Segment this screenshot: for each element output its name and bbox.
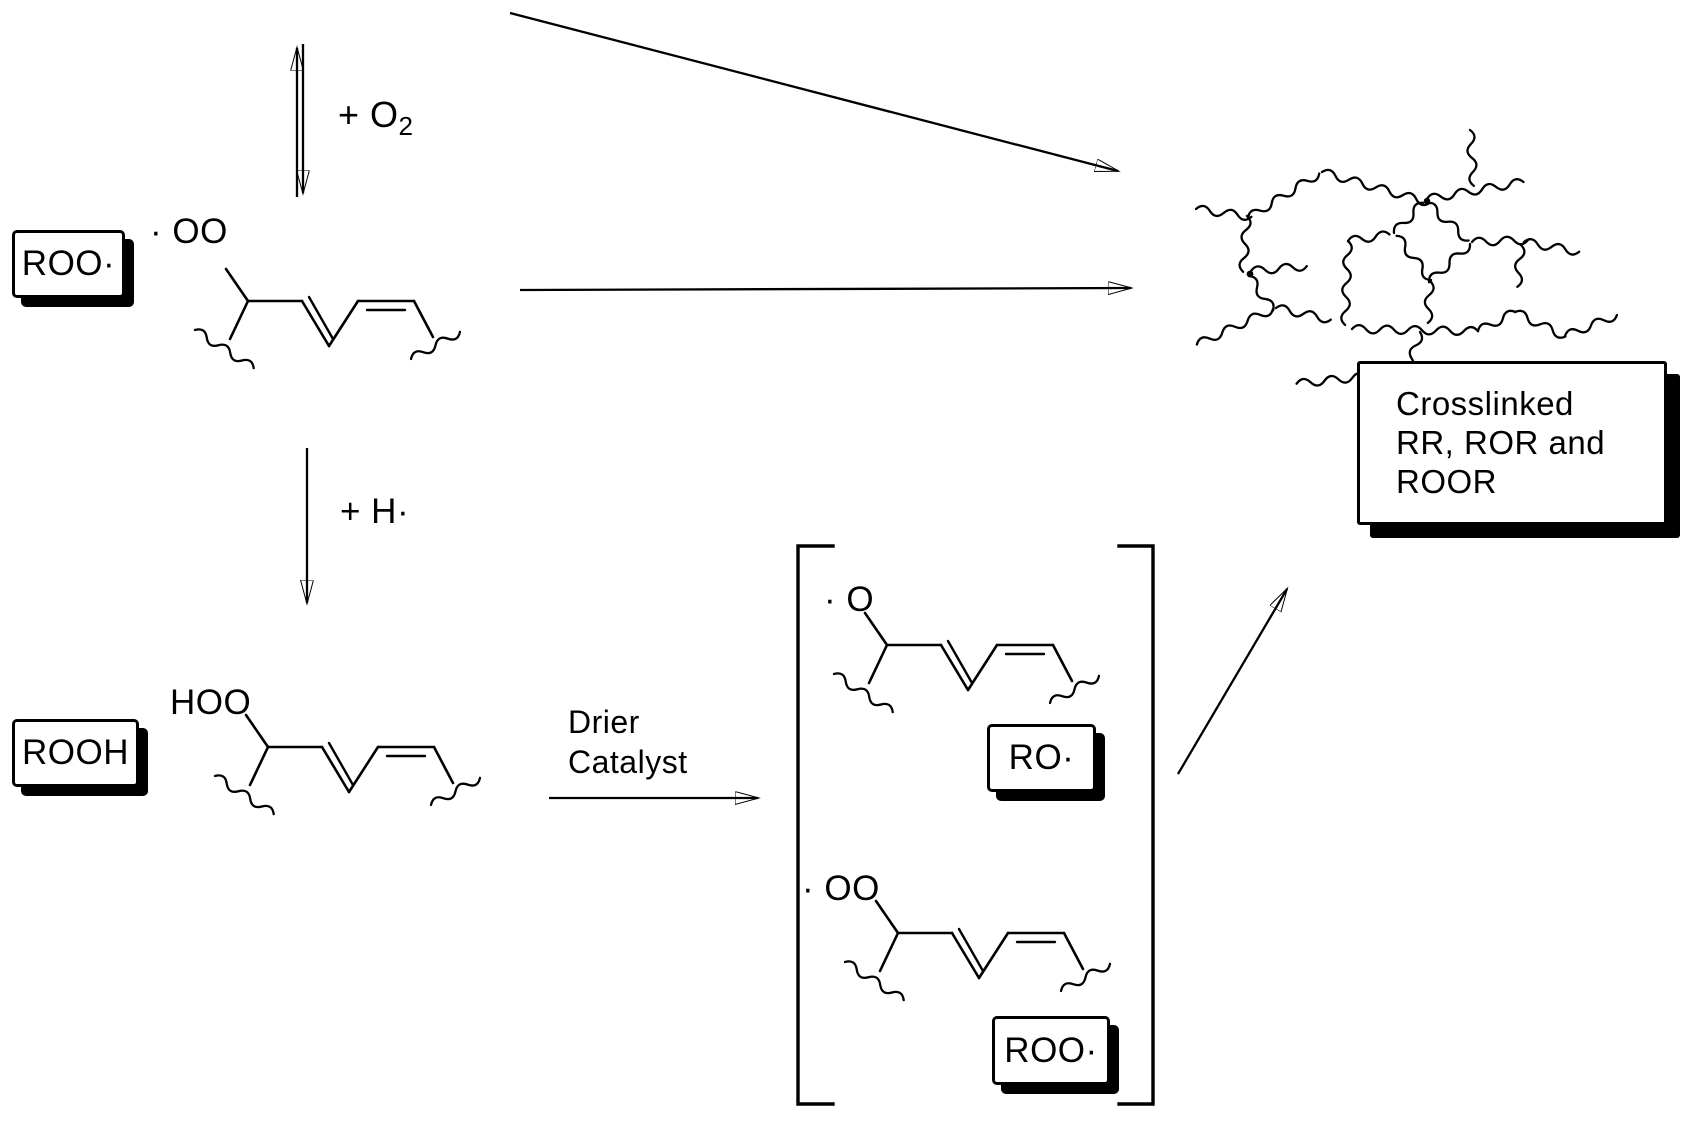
roo-radical-box-label: ROO· xyxy=(21,244,116,283)
diene-structure-hydroperoxide xyxy=(211,713,484,819)
plus-o2-main: + O xyxy=(338,94,399,135)
ro-radical-box: RO· xyxy=(987,724,1096,792)
rooh-box: ROOH xyxy=(12,719,139,787)
diene-structure-peroxy-intermediate xyxy=(841,899,1114,1005)
radical-to-network-arrow xyxy=(509,11,1118,173)
o2-equilibrium-arrow xyxy=(297,44,303,197)
hydroperoxide-hoo-label: HOO xyxy=(170,683,252,722)
intermediate-bracket-left xyxy=(796,544,835,1106)
crosslinked-line1: Crosslinked xyxy=(1396,385,1574,422)
peroxy-to-network-arrow xyxy=(519,288,1131,290)
peroxy2-oo-label: · OO xyxy=(802,869,880,908)
radicals-to-crosslink-arrow xyxy=(1177,589,1287,775)
drier-catalyst-line1: Drier xyxy=(568,704,640,740)
roo-radical-box: ROO· xyxy=(12,230,125,298)
alkoxy-o-label: · O xyxy=(824,580,875,619)
intermediate-bracket-right xyxy=(1117,544,1155,1106)
crosslinked-product-box: Crosslinked RR, ROR and ROOR xyxy=(1357,361,1667,525)
plus-h-label: + H· xyxy=(340,492,410,531)
drier-catalyst-line2: Catalyst xyxy=(568,744,688,780)
crosslinked-line3: ROOR xyxy=(1396,463,1497,500)
crosslinked-line2: RR, ROR and xyxy=(1396,424,1606,461)
rooh-box-label: ROOH xyxy=(22,733,129,772)
roo2-radical-box: ROO· xyxy=(992,1016,1110,1085)
diene-structure-alkoxy-intermediate xyxy=(830,611,1103,717)
drier-catalyst-label: Drier Catalyst xyxy=(568,702,688,782)
ro-radical-box-label: RO· xyxy=(1008,738,1075,777)
roo2-radical-box-label: ROO· xyxy=(1004,1030,1098,1070)
plus-o2-label: + O2 xyxy=(338,94,414,142)
polymer-network xyxy=(1194,128,1619,387)
peroxy-oo-label: · OO xyxy=(150,212,228,251)
diene-structure-peroxy xyxy=(191,267,464,373)
plus-o2-subscript: 2 xyxy=(398,111,414,141)
